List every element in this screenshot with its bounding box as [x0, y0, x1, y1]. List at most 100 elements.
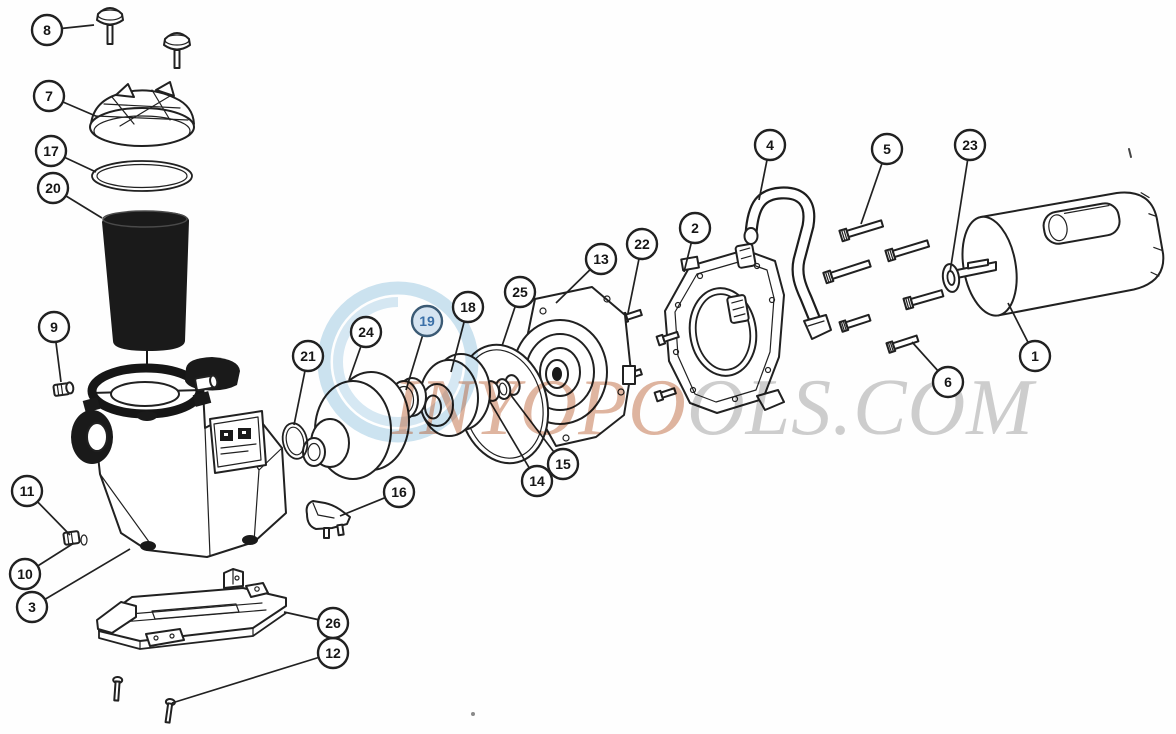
callout-number-22: 22 [634, 236, 650, 252]
callout-number-16: 16 [391, 484, 407, 500]
pump-housing-part [52, 357, 287, 558]
screw [653, 387, 677, 403]
callout-number-6: 6 [944, 374, 952, 390]
callout-number-26: 26 [325, 615, 341, 631]
callout-5[interactable]: 5 [870, 132, 904, 166]
callout-circle-18[interactable] [451, 290, 485, 324]
watermark-text: INYOPOOLS.COM [391, 364, 1037, 452]
bolt [838, 313, 872, 333]
screw [655, 330, 680, 347]
callout-circle-7[interactable] [32, 79, 66, 113]
bolt [884, 239, 931, 263]
callout-9[interactable]: 9 [37, 310, 71, 344]
watermark-logo-icon [317, 281, 479, 443]
callout-circle-15[interactable] [546, 447, 580, 481]
callout-24[interactable]: 24 [349, 315, 383, 349]
callout-circle-23[interactable] [953, 128, 987, 162]
callout-circle-1[interactable] [1018, 339, 1052, 373]
callout-17[interactable]: 17 [34, 134, 68, 168]
callout-number-8: 8 [43, 22, 51, 38]
callout-number-19: 19 [419, 313, 435, 329]
watermark-text-gray: OLS.COM [687, 364, 1037, 452]
callout-number-20: 20 [45, 180, 61, 196]
callout-12[interactable]: 12 [316, 636, 350, 670]
callout-circle-21[interactable] [291, 339, 325, 373]
callout-circle-20[interactable] [36, 171, 70, 205]
leader-line-3 [31, 548, 131, 608]
callout-number-12: 12 [325, 645, 341, 661]
callout-21[interactable]: 21 [291, 339, 325, 373]
base-part [96, 568, 287, 650]
callout-number-7: 7 [45, 88, 53, 104]
callout-22[interactable]: 22 [625, 227, 659, 261]
callout-15[interactable]: 15 [546, 447, 580, 481]
callout-18[interactable]: 18 [451, 290, 485, 324]
callout-3[interactable]: 3 [15, 590, 49, 624]
leader-line-12 [171, 652, 334, 704]
callout-number-11: 11 [20, 483, 35, 499]
callout-circle-4[interactable] [753, 128, 787, 162]
callout-circle-2[interactable] [678, 211, 712, 245]
callout-number-9: 9 [50, 319, 58, 335]
scan-speck [1128, 148, 1132, 158]
callout-number-2: 2 [691, 220, 699, 236]
leader-line-23 [949, 144, 971, 273]
callout-circle-11[interactable] [10, 474, 44, 508]
base-screw [112, 676, 124, 702]
support-foot-part [305, 500, 351, 539]
callout-7[interactable]: 7 [32, 79, 66, 113]
callout-circle-24[interactable] [349, 315, 383, 349]
callout-number-23: 23 [962, 137, 978, 153]
scan-speck [471, 712, 475, 716]
callout-11[interactable]: 11 [10, 474, 44, 508]
callout-number-1: 1 [1031, 348, 1039, 364]
callout-number-3: 3 [28, 599, 36, 615]
callout-circle-16[interactable] [382, 475, 416, 509]
bolt [885, 334, 920, 354]
callout-number-17: 17 [43, 143, 59, 159]
shaft-seal-part [494, 374, 521, 400]
callout-4[interactable]: 4 [753, 128, 787, 162]
callout-number-15: 15 [555, 456, 571, 472]
callout-23[interactable]: 23 [953, 128, 987, 162]
callout-circle-17[interactable] [34, 134, 68, 168]
callout-6[interactable]: 6 [931, 365, 965, 399]
callout-number-14: 14 [529, 473, 545, 489]
callout-number-21: 21 [300, 348, 316, 364]
strainer-lid-part [89, 81, 195, 147]
callout-circle-3[interactable] [15, 590, 49, 624]
callout-10[interactable]: 10 [8, 557, 42, 591]
callout-2[interactable]: 2 [678, 211, 712, 245]
bolt [822, 259, 872, 285]
callout-circle-6[interactable] [931, 365, 965, 399]
callout-circle-5[interactable] [870, 132, 904, 166]
lid-knob [96, 7, 124, 45]
callout-19[interactable]: 19 [410, 304, 444, 338]
callout-circle-19[interactable] [410, 304, 444, 338]
callout-16[interactable]: 16 [382, 475, 416, 509]
callout-circle-26[interactable] [316, 606, 350, 640]
bolt [838, 219, 885, 243]
callout-circle-10[interactable] [8, 557, 42, 591]
callout-number-25: 25 [512, 284, 528, 300]
watermark-text-orange: INYOPO [391, 364, 687, 452]
callout-1[interactable]: 1 [1018, 339, 1052, 373]
callout-number-13: 13 [593, 251, 609, 267]
callout-14[interactable]: 14 [520, 464, 554, 498]
callout-25[interactable]: 25 [503, 275, 537, 309]
callout-circle-22[interactable] [625, 227, 659, 261]
callout-circle-9[interactable] [37, 310, 71, 344]
callout-circle-13[interactable] [584, 242, 618, 276]
callout-number-24: 24 [358, 324, 374, 340]
callout-circle-25[interactable] [503, 275, 537, 309]
callout-20[interactable]: 20 [36, 171, 70, 205]
callout-circle-8[interactable] [30, 13, 64, 47]
watermark: INYOPOOLS.COM [317, 281, 1037, 452]
callout-13[interactable]: 13 [584, 242, 618, 276]
motor-part [961, 191, 1165, 317]
callout-circle-14[interactable] [520, 464, 554, 498]
strainer-basket-part [102, 210, 189, 368]
callout-26[interactable]: 26 [316, 606, 350, 640]
callout-8[interactable]: 8 [30, 13, 64, 47]
